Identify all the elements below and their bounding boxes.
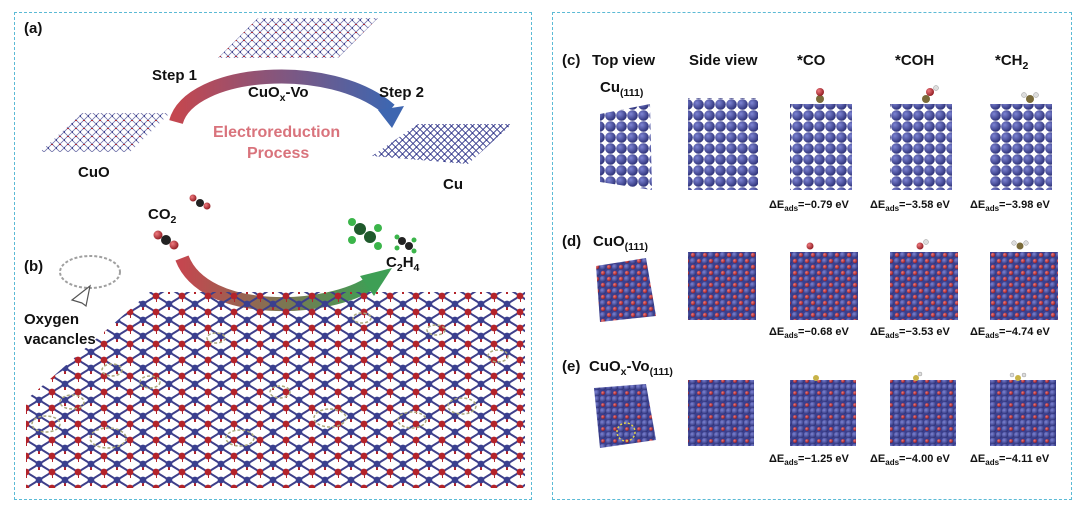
energy-vo-co: ΔEads=−1.25 eV [769,453,849,468]
vo-coh-slab [890,380,956,446]
vo-top-view [594,384,656,448]
row-e-name: CuOx-Vo(111) [589,358,673,378]
coh-adsorbate-icon [922,85,939,103]
reduction-arrow-head [360,268,392,296]
step-arrow [169,69,395,125]
co2-label: CO2 [148,206,177,226]
energy-cu-co: ΔEads=−0.79 eV [769,199,849,214]
cuox-lattice [26,292,525,488]
energy-vo-coh: ΔEads=−4.00 eV [870,453,950,468]
cu-sheet [372,124,512,164]
step-arrow-head [378,106,404,128]
vo-side-view [688,380,754,446]
cu-co-slab [790,104,852,190]
cuo-adsorbates [806,239,1029,250]
energy-vo-ch2: ΔEads=−4.11 eV [970,453,1050,468]
process-line2: Process [247,145,310,162]
oxygen-label-line2: vacancles [24,331,96,348]
oxygen-label-line1: Oxygen [24,311,80,328]
c2h4-label: C2H4 [386,254,420,274]
cuo-coh-slab [890,252,958,320]
cuo-side-view [688,252,756,320]
energy-cu-coh: ΔEads=−3.58 eV [870,199,950,214]
vo-ch2-slab [990,380,1056,446]
energy-cuo-co: ΔEads=−0.68 eV [769,326,849,341]
cuo-ch2-slab [990,252,1058,320]
co2-molecule-icon [153,230,179,250]
step2-label: Step 2 [379,84,425,101]
panel-label-e: (e) [562,358,581,375]
header-co: *CO [797,52,826,69]
vo-vacancy-marker [616,422,636,442]
vacancy-pointer-icon [70,284,91,308]
panel-label-a: (a) [24,20,43,37]
cu-coh-slab [890,104,952,190]
step1-label: Step 1 [152,67,198,84]
panel-label-d: (d) [562,233,582,250]
left-panel-frame [14,12,532,500]
cuo-label: CuO [78,164,110,181]
panel-label-b: (b) [24,258,44,275]
cuox-vo-label: CuOx-Vo [248,84,309,104]
cuo-sheet [40,113,170,152]
header-ch2: *CH2 [995,52,1029,72]
header-side-view: Side view [689,52,758,69]
header-top-view: Top view [592,52,656,69]
cu-ch2-slab [990,104,1052,190]
cuo-co-slab [790,252,858,320]
right-panel-frame [552,12,1072,500]
header-coh: *COH [895,52,935,69]
energy-cuo-coh: ΔEads=−3.53 eV [870,326,950,341]
row-c-name: Cu(111) [600,79,644,99]
energy-cu-ch2: ΔEads=−3.98 eV [970,199,1050,214]
co2-molecule-small-icon [189,194,211,210]
co-adsorbate-icon [816,88,824,103]
row-d-name: CuO(111) [593,233,649,253]
cu-top-view [600,104,652,190]
ch2-adsorbate-icon [1021,92,1039,103]
c2h4-molecule-small-icon [394,234,417,254]
vo-co-slab [790,380,856,446]
cu-label: Cu [443,176,463,193]
c2h4-molecule-icon [348,218,382,250]
cuo-top-view [596,258,656,322]
cuox-vo-sheet [218,18,378,58]
energy-cuo-ch2: ΔEads=−4.74 eV [970,326,1050,341]
vo-adsorbates [813,371,1027,381]
panel-label-c: (c) [562,52,581,69]
process-line1: Electroreduction [213,124,341,141]
cu-side-view [688,98,758,190]
